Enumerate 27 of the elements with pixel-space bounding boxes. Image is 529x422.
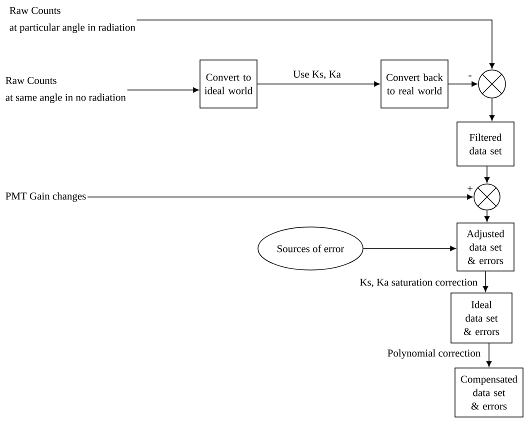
arrow — [126, 87, 199, 93]
process-box: Convert to ideal world — [200, 60, 258, 108]
input-text: PMT Gain changes — [6, 192, 86, 202]
data-box: Filtered data set — [456, 122, 514, 166]
process-box: Convert back to real world — [380, 60, 448, 108]
arrow — [482, 271, 488, 292]
edge-label: Polynomial correction — [386, 348, 482, 360]
edge-label: Ks, Ka saturation correction — [358, 278, 479, 288]
arrow — [87, 194, 473, 200]
input-text: Raw Counts at same angle in no radiation — [6, 76, 126, 104]
arrow — [257, 81, 380, 87]
arrow — [448, 81, 478, 87]
data-box: Compensated data set & errors — [454, 368, 524, 418]
edge-label: - — [467, 74, 473, 80]
input-text: Raw Counts at particular angle in radiation — [10, 6, 136, 34]
arrow — [489, 98, 495, 121]
edge-label: + — [466, 185, 474, 193]
data-box: Adjusted data set & errors — [456, 222, 514, 272]
arrow — [486, 343, 492, 367]
data-box: Ideal data set & errors — [450, 292, 512, 344]
summing-junction — [474, 184, 500, 210]
arrow — [136, 20, 495, 69]
arrow — [484, 166, 490, 183]
edge-label: Use Ks, Ka — [292, 70, 342, 80]
arrow — [363, 246, 456, 252]
summing-junction — [478, 70, 506, 98]
arrow — [484, 210, 490, 222]
